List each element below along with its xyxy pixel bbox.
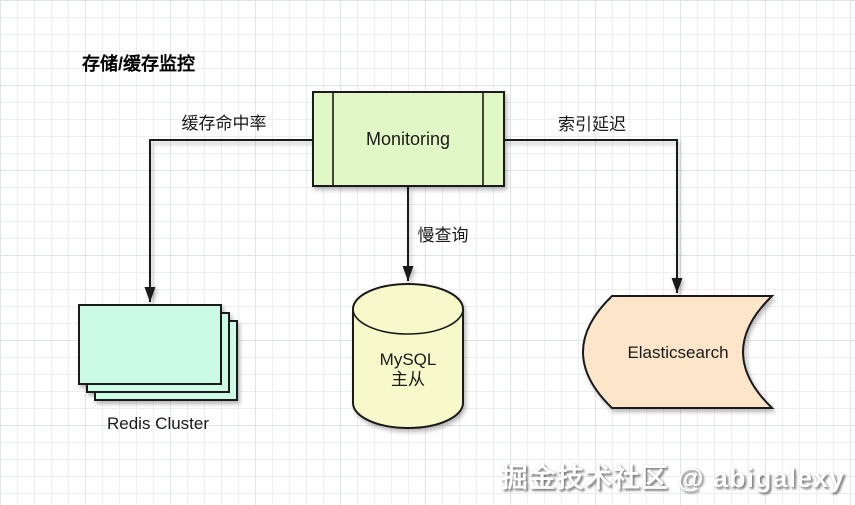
edge-label-slow-query: 慢查询 xyxy=(417,226,469,245)
redis-rect-front xyxy=(78,304,222,385)
edge-monitoring-to-redis xyxy=(144,139,313,302)
page-title: 存储/缓存监控 xyxy=(82,54,196,74)
edge-label-cache-hit-rate: 缓存命中率 xyxy=(181,114,267,133)
watermark: 掘金技术社区 @ abigalexy xyxy=(500,463,845,493)
monitoring-node-shape xyxy=(312,91,505,187)
monitoring-node-label: Monitoring xyxy=(365,129,451,149)
edge-monitoring-to-elasticsearch xyxy=(504,139,683,293)
elasticsearch-stored-data xyxy=(582,295,775,409)
elasticsearch-node-shape xyxy=(582,295,775,409)
edge-label-index-latency: 索引延迟 xyxy=(558,115,626,134)
elasticsearch-node-label: Elasticsearch xyxy=(627,343,729,362)
mysql-label-line1: MySQL xyxy=(379,350,437,369)
mysql-label-line2: 主从 xyxy=(391,370,425,390)
mysql-node-label: MySQL 主从 xyxy=(380,350,437,391)
mysql-cylinder-lip xyxy=(352,308,464,335)
redis-node-shape xyxy=(78,304,238,401)
mysql-node-shape xyxy=(352,283,464,429)
mysql-cylinder-body xyxy=(352,283,464,429)
redis-node-label: Redis Cluster xyxy=(106,414,210,433)
monitoring-rect xyxy=(312,91,505,187)
